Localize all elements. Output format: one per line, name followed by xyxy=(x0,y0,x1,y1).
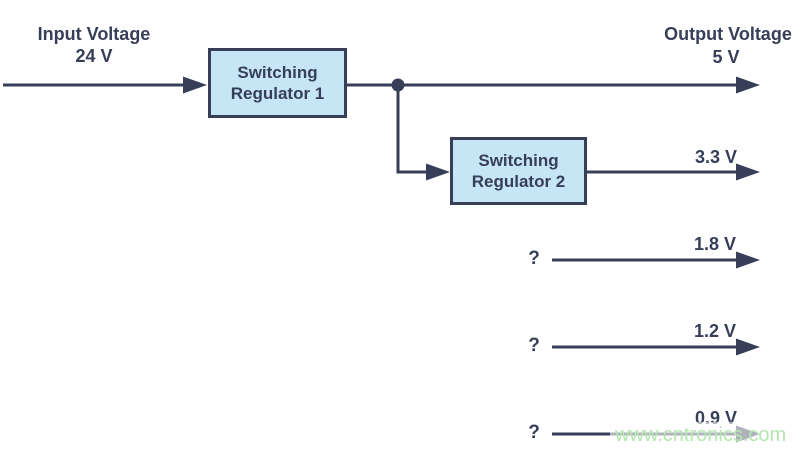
regulator2-block: Switching Regulator 2 xyxy=(450,137,587,205)
rail-3v3-arrow-icon xyxy=(736,163,760,181)
output-voltage-title: Output Voltage xyxy=(664,24,792,44)
rail-1v8-label: 1.8 V xyxy=(693,234,737,254)
rail-3v3-label: 3.3 V xyxy=(694,147,738,167)
branch-wire xyxy=(396,85,428,174)
input-voltage-title: Input Voltage xyxy=(37,24,151,44)
output-voltage-value: 5 V xyxy=(712,47,740,67)
regulator1-block: Switching Regulator 1 xyxy=(208,48,347,118)
rail-1v2-unknown-source: ? xyxy=(528,335,540,356)
branch-arrow-icon xyxy=(426,163,450,181)
input-arrow-icon xyxy=(183,76,207,94)
rail-1v2-arrow-icon xyxy=(736,338,760,356)
rail-1v8-unknown-source: ? xyxy=(528,248,540,269)
rail-1v2-label: 1.2 V xyxy=(693,321,737,341)
rail-1v8-arrow-icon xyxy=(736,251,760,269)
watermark: www.cntronics.com xyxy=(610,422,792,448)
rail-5v-arrow-icon xyxy=(736,76,760,94)
input-voltage-value: 24 V xyxy=(75,46,113,66)
rail-0v9-unknown-source: ? xyxy=(528,422,540,443)
